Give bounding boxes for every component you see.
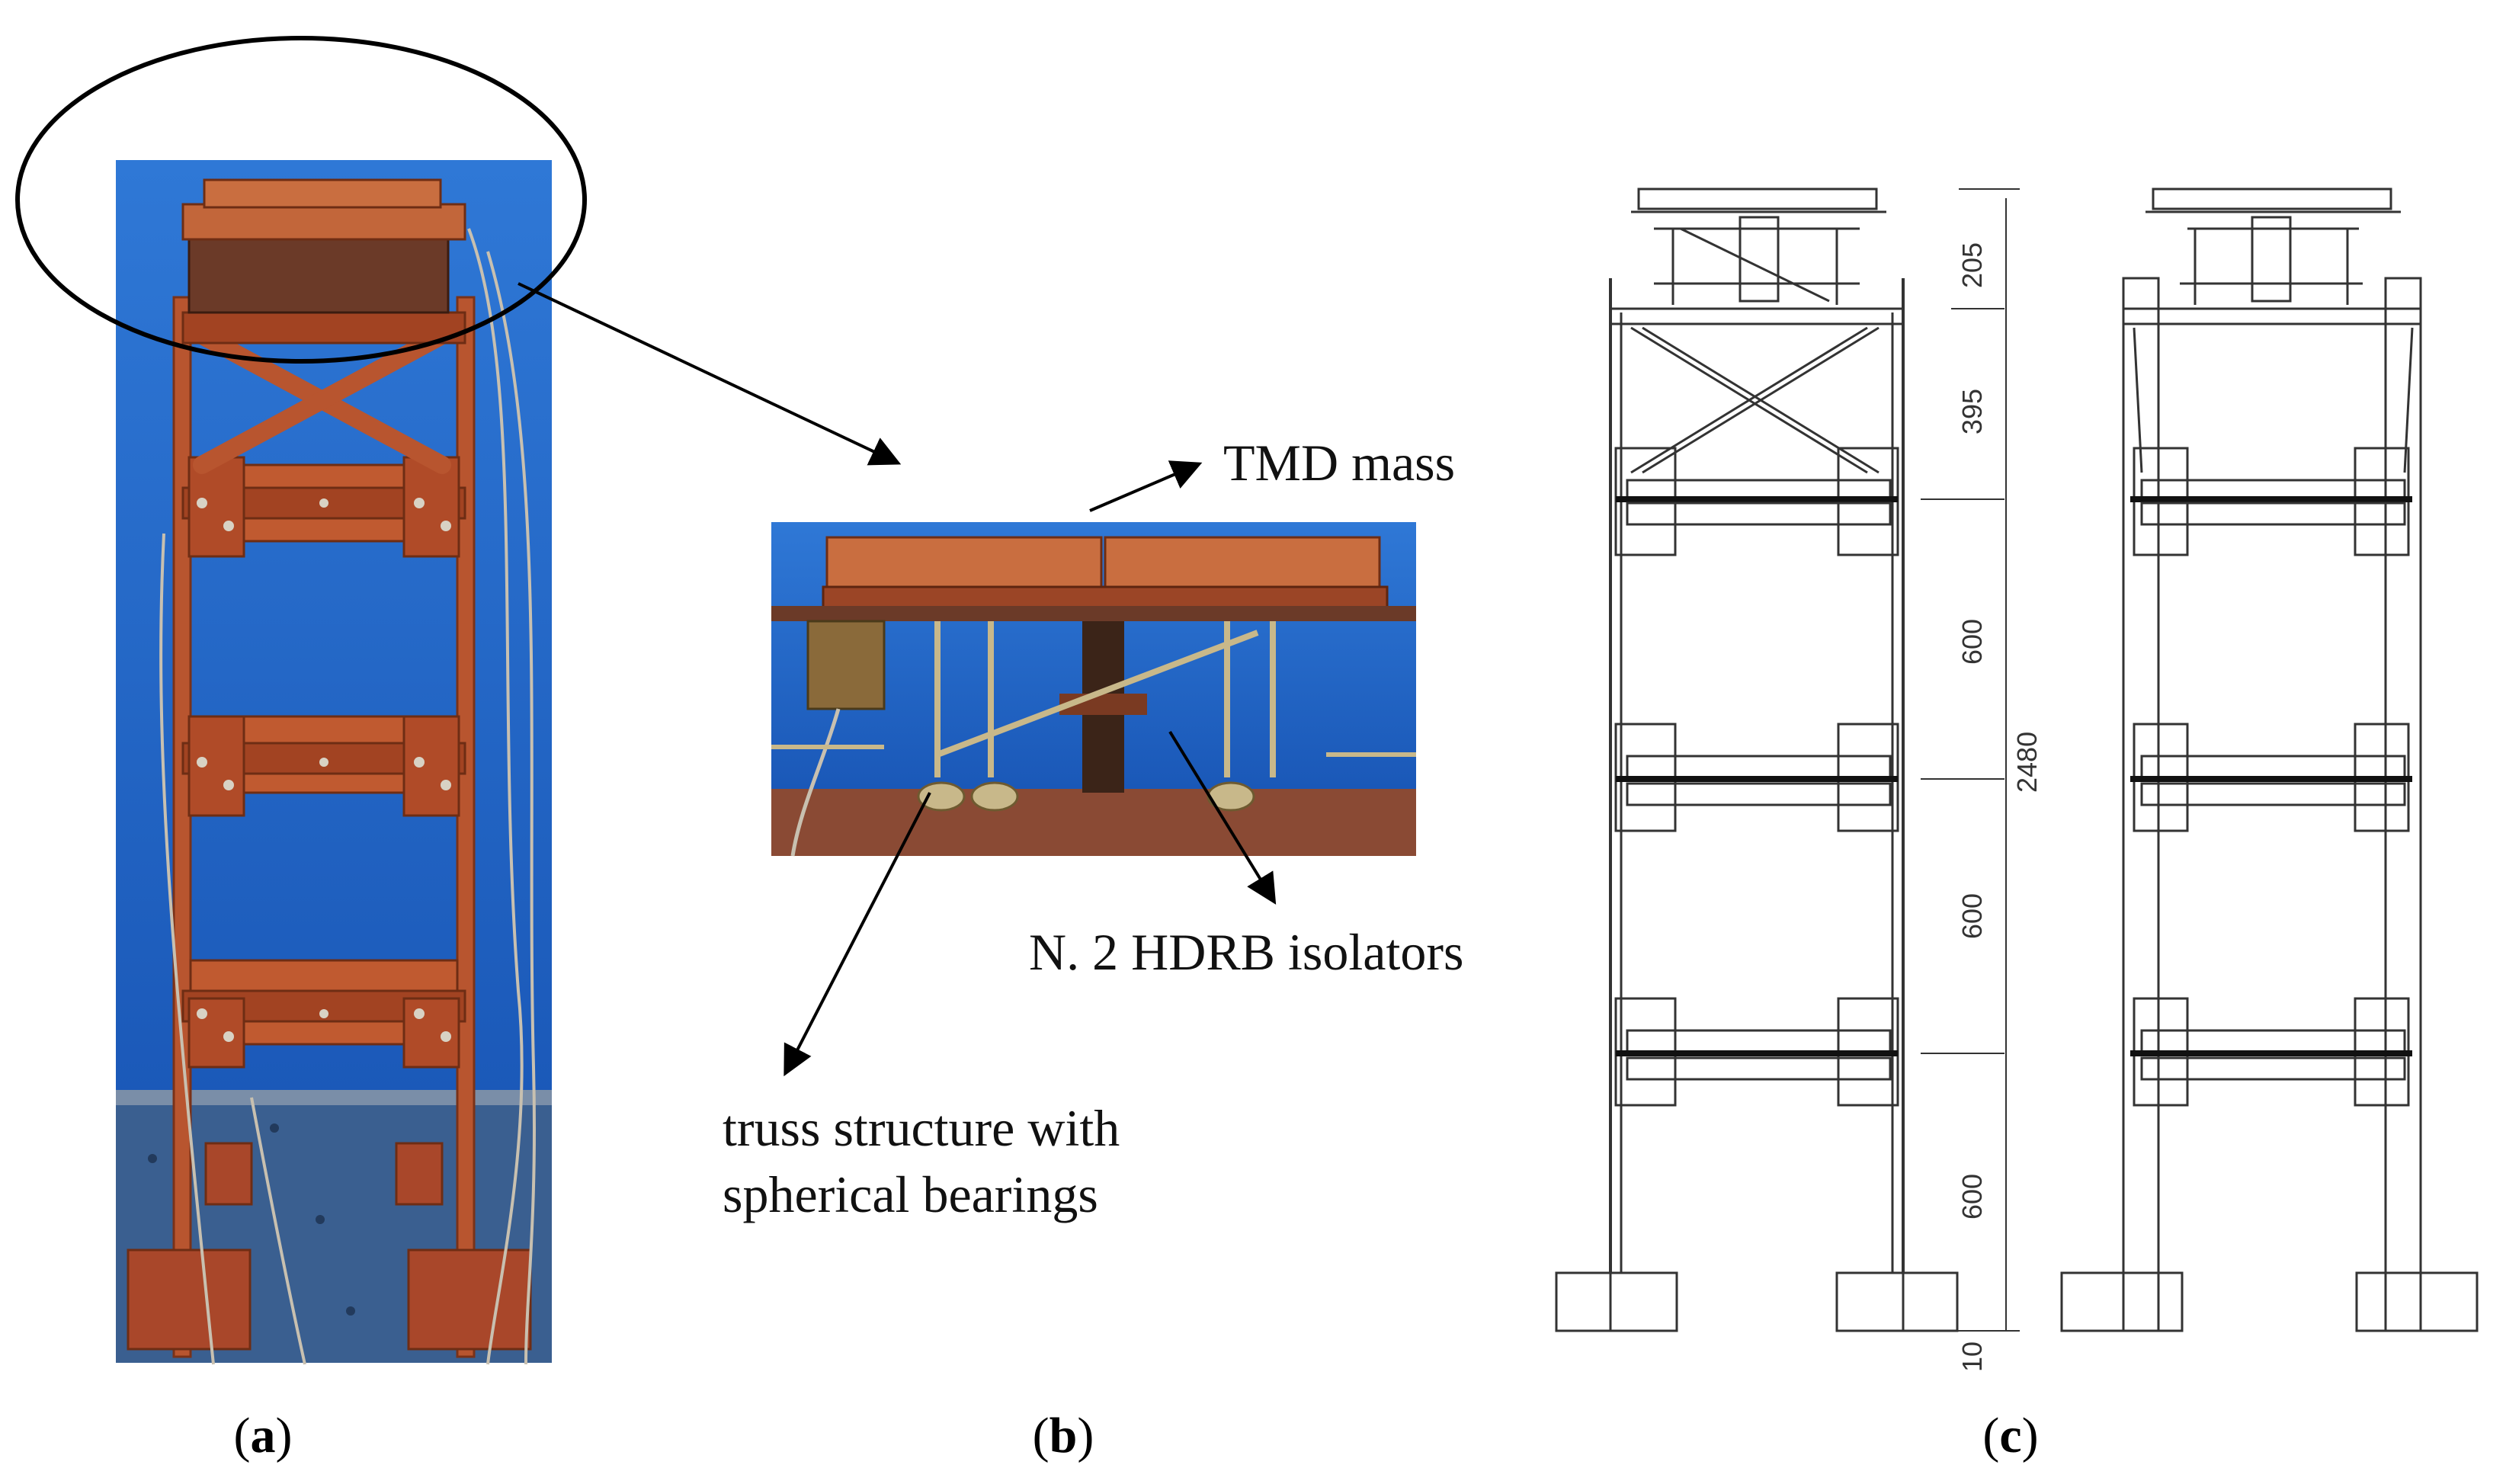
panel-b-photo (771, 522, 1416, 857)
isolators-arrow (1168, 730, 1277, 905)
tmd-mass-block (181, 203, 466, 241)
tmd-top-plate (1637, 188, 1878, 210)
caption-b: (b) (1033, 1408, 1094, 1463)
base-plate-right (407, 1248, 532, 1351)
tmd-device (187, 235, 450, 314)
base-plate-left (127, 1248, 252, 1351)
dim-2480: 2480 (2011, 732, 2043, 793)
highlight-ellipse (15, 36, 587, 364)
panel-a-photo (15, 36, 587, 1365)
drawing-floor-3 (1614, 447, 1899, 556)
dim-205: 205 (1956, 242, 1988, 288)
dim-395: 395 (1956, 389, 1988, 434)
truss-label-line1: truss structure with (723, 1099, 1120, 1157)
column-right (456, 296, 476, 1358)
floor-2 (181, 715, 466, 817)
svg-text:(b): (b) (1033, 1408, 1094, 1463)
truss-arrow (784, 792, 931, 1077)
truss-label-line2: spherical bearings (723, 1165, 1098, 1223)
dim-10: 10 (1956, 1341, 1988, 1372)
tmd-mass-label: TMD mass (1223, 434, 1455, 492)
isolators-label: N. 2 HDRB isolators (1029, 923, 1463, 981)
caption-a: (a) (234, 1408, 293, 1463)
dim-600-bottom: 600 (1956, 1174, 1988, 1220)
caption-c: (c) (1982, 1408, 2038, 1463)
svg-text:(c): (c) (1982, 1408, 2038, 1463)
svg-text:(a): (a) (234, 1408, 293, 1463)
tmd-mass-arrow (1089, 460, 1203, 512)
dim-600-top: 600 (1956, 619, 1988, 665)
panel-c-side-drawing (2060, 188, 2479, 1332)
drawing-base-left (1555, 1271, 1678, 1332)
zoom-arrow (518, 282, 902, 466)
drawing-base-right (1835, 1271, 1959, 1332)
drawing-floor-1 (1614, 997, 1899, 1107)
drawing-floor-2 (1614, 723, 1899, 832)
panel-c-front-drawing (1555, 188, 1959, 1332)
dimension-lines (1921, 188, 2020, 1332)
dim-600-middle: 600 (1956, 893, 1988, 939)
isolator-spring (1738, 216, 1780, 303)
floor-1 (181, 959, 466, 1069)
